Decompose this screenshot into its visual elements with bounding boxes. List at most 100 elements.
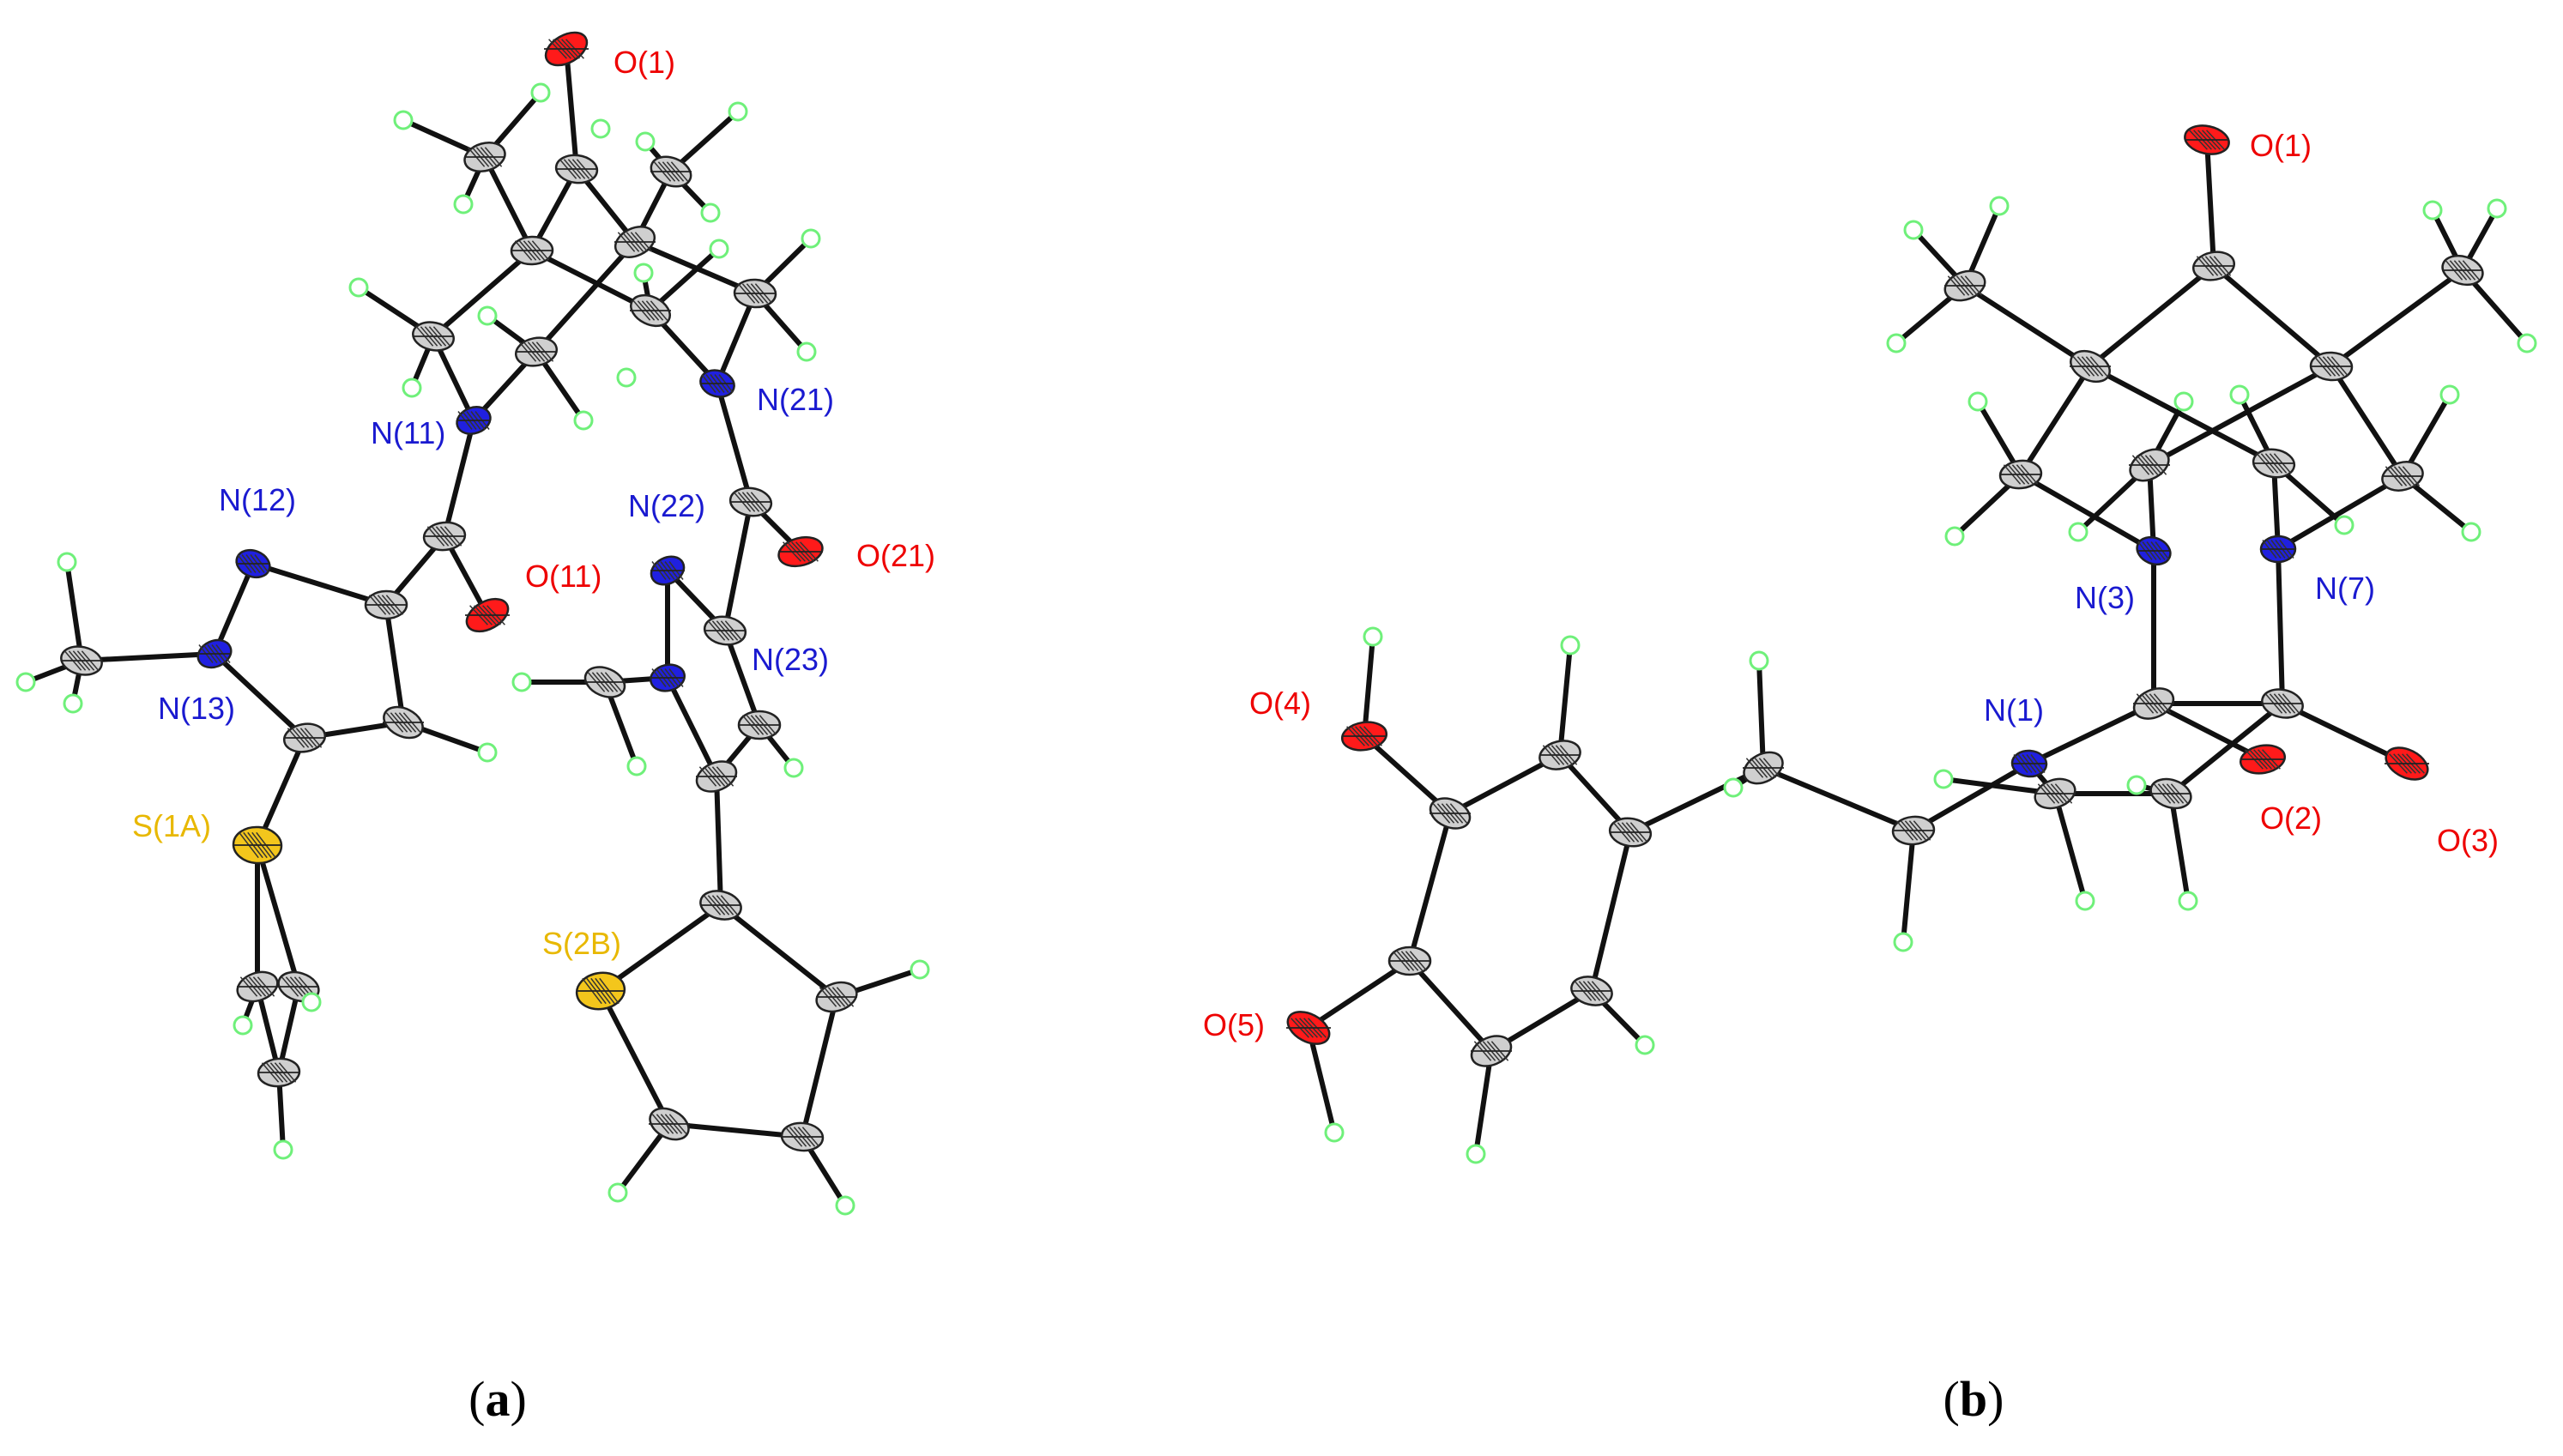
bond-bC8-bN1 bbox=[2027, 701, 2156, 766]
atom-label-o1-a: O(1) bbox=[614, 45, 675, 80]
atom-bC2 bbox=[2070, 349, 2111, 384]
atom-label-o5: O(5) bbox=[1203, 1007, 1265, 1042]
atom-bH3 bbox=[1886, 333, 1907, 353]
atom-bN1 bbox=[2010, 749, 2048, 778]
atom-aS1A bbox=[232, 825, 283, 865]
svg-text:(a): (a) bbox=[468, 1371, 527, 1427]
atom-aCO2 bbox=[728, 486, 773, 517]
atom-aCt3 bbox=[257, 1057, 301, 1088]
atom-label-s1a: S(1A) bbox=[132, 808, 211, 843]
atom-bH2 bbox=[1989, 196, 2010, 216]
atom-aH7 bbox=[700, 202, 721, 223]
atom-bC8 bbox=[2132, 687, 2175, 720]
atom-aC25 bbox=[737, 710, 782, 740]
atom-aC3 bbox=[614, 226, 656, 258]
atom-bH8 bbox=[1944, 526, 1965, 547]
bond-aS1A-aCt2 bbox=[255, 843, 301, 989]
bond-aCt6-aC27 bbox=[718, 903, 839, 1000]
atom-aH15 bbox=[573, 410, 594, 431]
atom-bH9 bbox=[2068, 522, 2088, 542]
bond-aC24-aC25 bbox=[722, 628, 762, 728]
atom-bO4 bbox=[1340, 721, 1388, 752]
atom-aH25 bbox=[301, 992, 322, 1012]
atom-bH22 bbox=[1560, 635, 1581, 656]
svg-text:(b): (b) bbox=[1943, 1371, 2004, 1427]
bond-aCd-aN21 bbox=[715, 291, 758, 386]
panel-b-caption: (b) bbox=[1943, 1371, 2004, 1427]
bond-aC16-aC14 bbox=[384, 602, 406, 725]
atom-bC9 bbox=[2261, 688, 2304, 719]
bond-bC4-bN3 bbox=[2018, 472, 2156, 553]
atom-label-n7: N(7) bbox=[2315, 571, 2375, 606]
atom-bAr4 bbox=[1387, 945, 1432, 976]
bond-aN12-aN13 bbox=[212, 561, 256, 656]
bond-aN11-aCO1 bbox=[442, 418, 476, 539]
atom-bAr2 bbox=[1538, 740, 1581, 770]
bond-bC11-bC9 bbox=[2168, 701, 2285, 796]
bond-aCme1-aH17 bbox=[64, 559, 84, 663]
atom-bCm1 bbox=[1943, 269, 1986, 302]
atom-aH13 bbox=[477, 305, 498, 326]
atom-aCO1 bbox=[422, 521, 467, 552]
atom-aCme2 bbox=[583, 666, 626, 698]
atom-bC10 bbox=[2034, 777, 2076, 810]
atom-aC15 bbox=[282, 722, 327, 753]
atom-aCt4 bbox=[649, 1107, 690, 1141]
atom-bH5 bbox=[2422, 200, 2443, 221]
atom-aN11 bbox=[456, 406, 492, 435]
bond-aC2-aCc bbox=[529, 248, 653, 313]
atom-bC3 bbox=[2309, 351, 2354, 382]
atom-label-o11: O(11) bbox=[525, 559, 601, 594]
bond-bAr4-bO5 bbox=[1306, 958, 1412, 1030]
atom-aH20 bbox=[477, 742, 498, 763]
atom-bN3 bbox=[2136, 535, 2172, 566]
atom-bC4 bbox=[1998, 459, 2043, 490]
atom-label-n23: N(23) bbox=[752, 642, 829, 677]
bond-aC2-aCm1 bbox=[482, 154, 535, 253]
atom-label-n1: N(1) bbox=[1984, 692, 2044, 728]
atom-aO11 bbox=[465, 597, 510, 633]
atom-label-o2: O(2) bbox=[2260, 800, 2322, 836]
atom-aN13 bbox=[196, 638, 233, 669]
atom-aH24 bbox=[233, 1015, 253, 1036]
bond-bCb1-bCa1 bbox=[1761, 765, 1916, 833]
atom-bH1 bbox=[1903, 220, 1924, 240]
bond-bN7-bC9 bbox=[2276, 547, 2285, 706]
atom-aN12 bbox=[235, 548, 271, 579]
atom-bH23 bbox=[1635, 1035, 1655, 1055]
bond-aN21-aCO2 bbox=[715, 381, 753, 504]
atom-bC11 bbox=[2149, 777, 2192, 810]
bond-bC7-bN7 bbox=[2276, 474, 2405, 552]
atom-bH10 bbox=[2173, 391, 2194, 412]
atom-label-n21: N(21) bbox=[757, 382, 834, 417]
atom-bH19 bbox=[1893, 932, 1913, 952]
atom-aCt5 bbox=[780, 1121, 825, 1152]
bond-aC2-aCa bbox=[431, 248, 535, 339]
atom-bCa1 bbox=[1743, 751, 1784, 785]
atom-bH16 bbox=[2075, 891, 2095, 911]
atom-bH18 bbox=[2178, 891, 2198, 911]
atom-aC14 bbox=[364, 589, 408, 620]
atom-aN23 bbox=[650, 663, 686, 692]
atom-layer bbox=[15, 31, 2537, 1216]
bond-bC11-bH18 bbox=[2168, 791, 2191, 903]
atom-aH12 bbox=[348, 277, 369, 298]
atom-aH16 bbox=[616, 367, 637, 388]
atom-bC5 bbox=[2129, 448, 2170, 482]
panel-a-labels: O(1) N(11) N(21) N(12) N(22) O(11) O(21)… bbox=[132, 45, 935, 961]
bond-bAr2-bH22 bbox=[1557, 643, 1573, 758]
atom-label-n11: N(11) bbox=[371, 415, 445, 450]
atom-aC24 bbox=[703, 615, 747, 646]
bond-bAr4-bAr5 bbox=[1407, 958, 1494, 1054]
atom-aH11 bbox=[796, 341, 817, 362]
atom-aCc bbox=[630, 293, 671, 328]
atom-aH14 bbox=[402, 378, 422, 398]
atom-bC7 bbox=[2381, 461, 2424, 492]
bond-aCt5-aCt6 bbox=[800, 994, 839, 1139]
atom-aC16 bbox=[383, 705, 424, 740]
atom-bH4 bbox=[2487, 198, 2507, 219]
atom-bAr1 bbox=[1608, 817, 1653, 848]
atom-aS2B bbox=[575, 971, 626, 1011]
atom-bH21 bbox=[1723, 777, 1744, 798]
